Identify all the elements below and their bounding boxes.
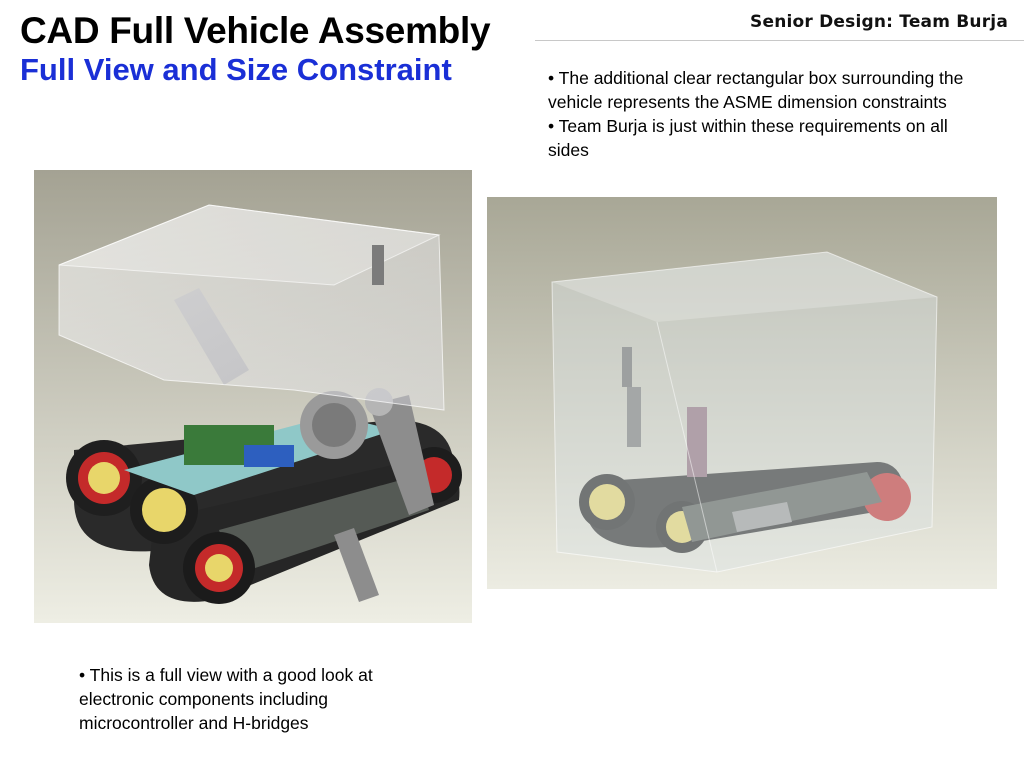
bullet-item: • This is a full view with a good look a…	[79, 665, 373, 733]
left-bullet-list: • This is a full view with a good look a…	[79, 663, 439, 735]
header-tag: Senior Design: Team Burja	[750, 12, 1008, 32]
cad-size-constraint-image	[487, 197, 997, 589]
slide-title: CAD Full Vehicle Assembly	[20, 10, 491, 51]
bullet-item: • Team Burja is just within these requir…	[548, 116, 948, 160]
bullet-item: • The additional clear rectangular box s…	[548, 68, 964, 112]
cad-full-view-image	[34, 170, 472, 623]
right-bullet-list: • The additional clear rectangular box s…	[548, 66, 968, 162]
slide-subtitle: Full View and Size Constraint	[20, 52, 452, 87]
header-rule	[535, 40, 1024, 41]
